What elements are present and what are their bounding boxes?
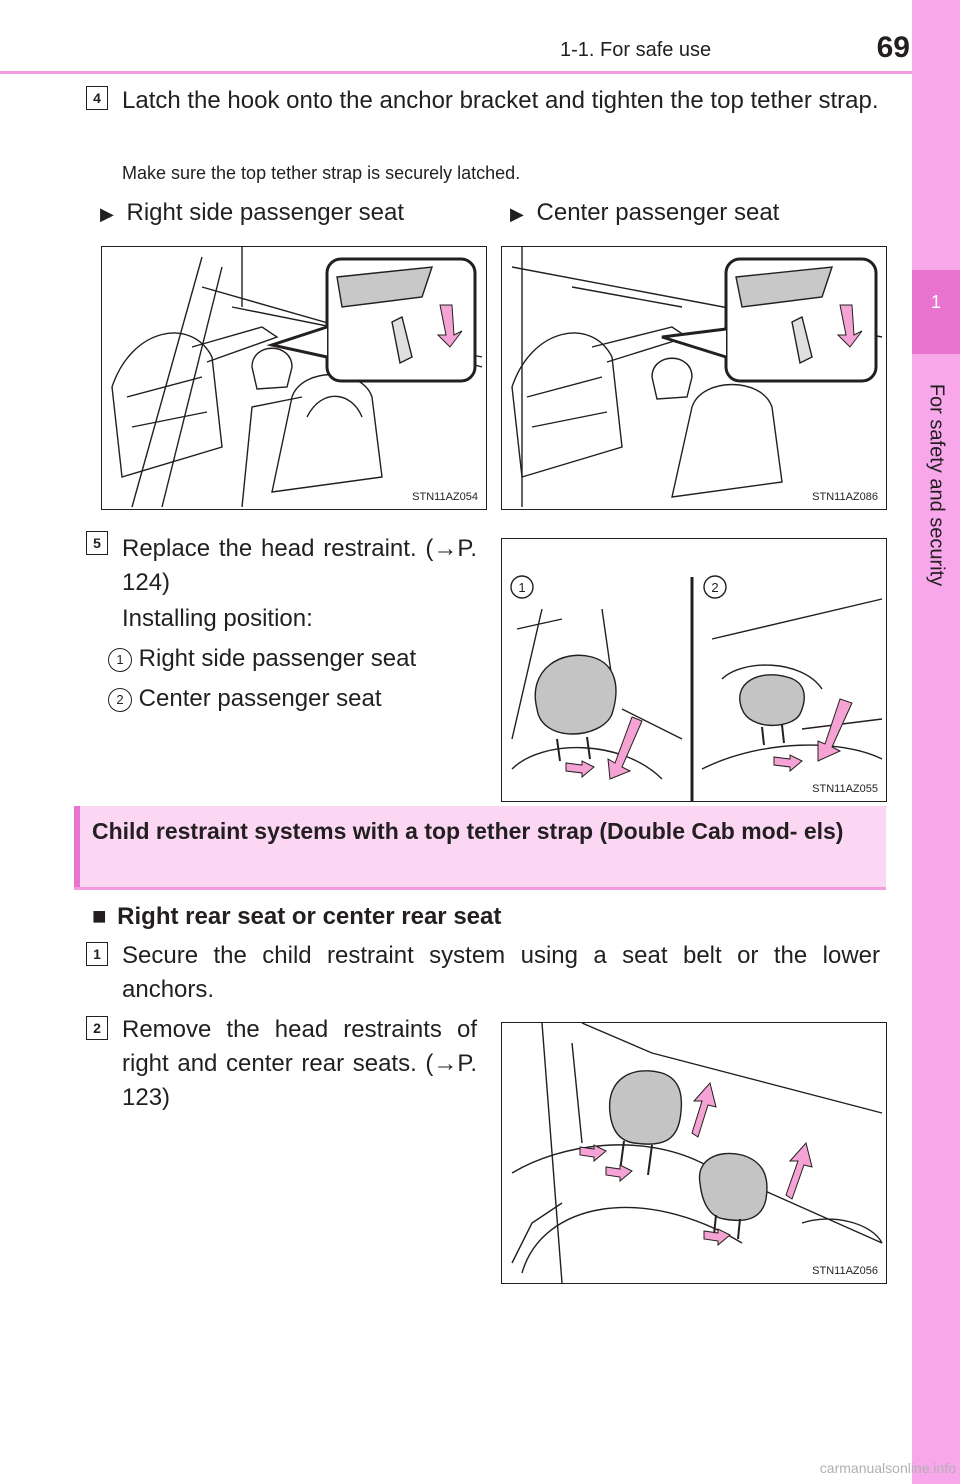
figure-right-side-tether: STN11AZ054 [101, 246, 487, 510]
install-item-2-label: Center passenger seat [138, 685, 382, 712]
caption-right-side-seat-text: Right side passenger seat [126, 199, 405, 226]
caption-center-seat-text: Center passenger seat [536, 199, 780, 226]
tether-illustration-right [111, 247, 483, 508]
header-rule [0, 71, 912, 74]
tether-illustration-center [511, 247, 883, 507]
subheading: ■ Right rear seat or center rear seat [92, 900, 872, 934]
figure-remove-head-restraints: STN11AZ056 [501, 1022, 887, 1284]
figure-center-tether: STN11AZ086 [501, 246, 887, 510]
step-2-text: Remove the head restraints of right and … [122, 1016, 477, 1111]
chapter-number: 1 [930, 292, 941, 312]
step-number-2: 2 [86, 1016, 108, 1040]
figure-marker-2: 2 [711, 580, 718, 595]
triangle-bullet-icon: ▶ [100, 204, 114, 224]
section-title: Child restraint systems with a top tethe… [92, 818, 844, 844]
caption-center-seat: ▶ Center passenger seat [510, 196, 890, 231]
remove-restraints-illustration [511, 1023, 883, 1283]
install-item-2: 2 Center passenger seat [108, 682, 478, 716]
square-bullet-icon: ■ [92, 903, 107, 930]
figure-code: STN11AZ056 [812, 1265, 878, 1277]
step-number-4: 4 [86, 86, 108, 110]
caption-right-side-seat: ▶ Right side passenger seat [100, 196, 480, 231]
marker-2: 2 [108, 687, 132, 712]
head-restraint-illustration: 1 2 [510, 575, 883, 801]
figure-head-restraint-install: 1 2 STN11AZ055 [501, 538, 887, 802]
step-number-5: 5 [86, 531, 108, 555]
triangle-bullet-icon: ▶ [510, 204, 524, 224]
section-heading-rule [74, 887, 886, 890]
watermark: carmanualsonline.info [819, 1460, 956, 1476]
subheading-text: Right rear seat or center rear seat [117, 903, 502, 930]
step-5-install-label: Installing position: [122, 605, 313, 632]
section-header: 1-1. For safe use [560, 39, 712, 61]
marker-1: 1 [108, 647, 132, 672]
step-5-text: Replace the head restraint. (→P. 124) [122, 535, 477, 596]
install-item-1: 1 Right side passenger seat [108, 642, 478, 676]
figure-code: STN11AZ055 [812, 783, 878, 795]
figure-marker-1: 1 [518, 580, 525, 595]
chapter-title: For safety and security [914, 370, 958, 600]
chapter-title-text: For safety and security [925, 383, 948, 587]
figure-code: STN11AZ054 [412, 491, 478, 503]
section-heading-box [74, 806, 886, 888]
install-item-1-label: Right side passenger seat [138, 645, 417, 672]
step-1-text: Secure the child restraint system using … [122, 942, 880, 1003]
step-number-1: 1 [86, 942, 108, 966]
figure-code: STN11AZ086 [812, 491, 878, 503]
step-4-text: Latch the hook onto the anchor bracket a… [122, 87, 879, 114]
chapter-side-tab[interactable] [912, 0, 960, 1484]
step-4-note: Make sure the top tether strap is secure… [122, 163, 521, 183]
page-number: 69 [876, 31, 910, 64]
chapter-number-box [912, 270, 960, 354]
